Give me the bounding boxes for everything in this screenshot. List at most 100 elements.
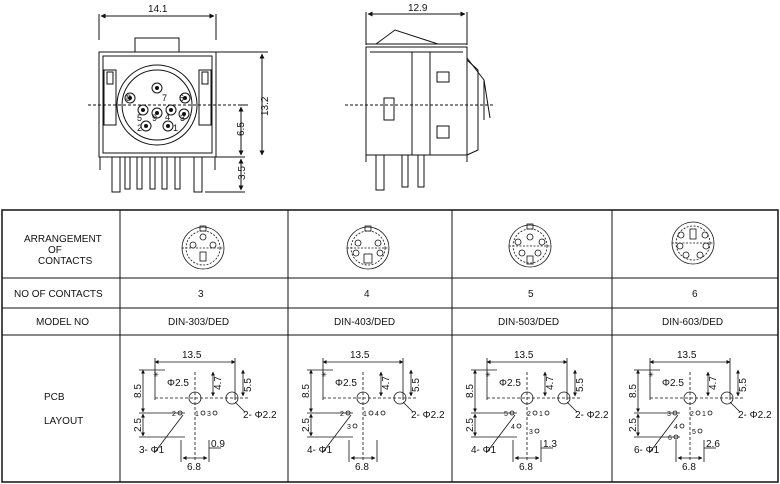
dim-hole-count: 6- Φ1 (634, 445, 660, 456)
pcb-layout: 13.5 8.5 2.5 ✳ Φ2.5 4.7 5.5 2- Φ2.2 2 1 4 3 6.8 4- Φ1 (301, 350, 445, 473)
dim-offset: 4.7 (381, 376, 392, 390)
dim-height: 8.5 (133, 384, 144, 398)
dim-pitch: 6.8 (187, 462, 201, 473)
dim-height: 2.5 (628, 418, 639, 432)
dim-front-width: 14.1 (148, 4, 168, 15)
dim-hole: Φ2.5 (499, 378, 521, 389)
pin-label: 8 (126, 93, 131, 103)
dim-mount: 2- Φ2.2 (738, 410, 772, 421)
pin-label: 2 (690, 411, 694, 418)
pin-label: 3 (667, 411, 671, 418)
row-header-pcb: PCB (44, 392, 65, 403)
model-value: DIN-303/DED (168, 317, 229, 328)
dim-width: 13.5 (182, 350, 202, 361)
pin-label: 2 (137, 123, 142, 133)
dim-width: 13.5 (677, 350, 697, 361)
row-header-arrangement: ARRANGEMENT (24, 234, 102, 245)
pcb-layout: 13.5 8.5 2.5 ✳ Φ2.5 4.7 5.5 2- Φ2.2 5 2 1 4 3 6.8 4- Φ… (465, 350, 609, 473)
pin-label: 4 (511, 424, 515, 431)
pin-label: 9 (152, 113, 157, 123)
dim-pitch: 6.8 (355, 462, 369, 473)
dim-side: 5.5 (243, 378, 254, 392)
pin-label: 4 (375, 411, 379, 418)
dim-hole: Φ2.5 (335, 378, 357, 389)
spec-table (1, 209, 779, 483)
dim-hole-count: 4- Φ1 (307, 445, 333, 456)
pin-label: 5 (692, 429, 696, 436)
dim-extra: 1.3 (543, 439, 557, 450)
dim-hole-count: 3- Φ1 (139, 445, 165, 456)
dim-side: 5.5 (738, 378, 749, 392)
dim-pitch: 6.8 (519, 462, 533, 473)
row-header-model: MODEL NO (36, 317, 89, 328)
model-value: DIN-603/DED (662, 317, 723, 328)
origin-mark-icon: ✳ (321, 371, 327, 379)
contacts-value: 6 (692, 289, 698, 300)
pcb-layout: 13.5 8.5 2.5 ✳ Φ2.5 4.7 5.5 2- Φ2.2 2 1 3 6.8 3- Φ1 0… (133, 350, 277, 473)
dim-offset: 4.7 (213, 376, 224, 390)
dim-offset: 4.7 (545, 376, 556, 390)
dim-hole: Φ2.5 (662, 378, 684, 389)
pcb-layouts: 13.5 8.5 2.5 ✳ Φ2.5 4.7 5.5 2- Φ2.2 2 1 3 6.8 3- Φ1 0… (133, 350, 772, 473)
origin-mark-icon: ✳ (485, 371, 491, 379)
pin-label: 7 (162, 93, 167, 103)
pin-label: 2 (340, 411, 344, 418)
dim-height: 8.5 (465, 384, 476, 398)
dim-height: 2.5 (465, 418, 476, 432)
pin-label: 1 (173, 123, 178, 133)
row-header-arrangement: OF (48, 245, 62, 256)
contacts-value: 5 (528, 289, 534, 300)
dim-height: 2.5 (301, 418, 312, 432)
dim-height: 8.5 (628, 384, 639, 398)
pin-label: 5 (504, 411, 508, 418)
dim-side-width: 12.9 (408, 3, 428, 14)
pin-label: 1 (539, 411, 543, 418)
contacts-value: 4 (364, 289, 370, 300)
dim-hole: Φ2.5 (167, 378, 189, 389)
pin-label: 1 (195, 411, 199, 418)
dim-mount: 2- Φ2.2 (243, 410, 277, 421)
pin-label: 6 (179, 93, 184, 103)
side-view (345, 11, 495, 191)
pin-label: 6 (668, 435, 672, 442)
pin-label: 5 (137, 113, 142, 123)
dim-height: 8.5 (301, 384, 312, 398)
dim-mount: 2- Φ2.2 (575, 410, 609, 421)
origin-mark-icon: ✳ (648, 371, 654, 379)
pin-label: 3 (529, 429, 533, 436)
dim-extra: 2.6 (706, 439, 720, 450)
pin-label: 3 (207, 411, 211, 418)
origin-mark-icon: ✳ (153, 371, 159, 379)
front-view (88, 13, 268, 193)
pin-label: 2 (172, 411, 176, 418)
row-header-contacts: NO OF CONTACTS (14, 289, 103, 300)
model-value: DIN-403/DED (334, 317, 395, 328)
dim-hole-count: 4- Φ1 (471, 445, 497, 456)
arrangement-icons (181, 221, 715, 270)
pin-label: 1 (702, 411, 706, 418)
dim-height: 2.5 (133, 418, 144, 432)
dim-side: 5.5 (411, 378, 422, 392)
dim-offset: 4.7 (708, 376, 719, 390)
dim-pin-length: 3.5 (237, 166, 248, 180)
pin-label: 1 (363, 411, 367, 418)
pin-label: 3 (180, 113, 185, 123)
pcb-layout: 13.5 8.5 2.5 ✳ Φ2.5 4.7 5.5 2- Φ2.2 3 2 1 4 5 6 6.8 6- … (628, 350, 772, 473)
dim-height-center: 6.5 (236, 122, 247, 136)
model-value: DIN-503/DED (498, 317, 559, 328)
dim-extra: 0.9 (211, 439, 225, 450)
dim-mount: 2- Φ2.2 (411, 410, 445, 421)
pin-label: 4 (165, 112, 170, 122)
pin-label: 4 (674, 424, 678, 431)
row-header-arrangement: CONTACTS (38, 256, 93, 267)
dim-width: 13.5 (514, 350, 534, 361)
front-pin-labels: 8 7 6 5 9 4 3 2 1 (126, 93, 185, 133)
dim-height-total: 13.2 (260, 96, 271, 116)
dim-pitch: 6.8 (682, 462, 696, 473)
dim-width: 13.5 (350, 350, 370, 361)
row-header-pcb: LAYOUT (44, 416, 83, 427)
dim-side: 5.5 (575, 378, 586, 392)
pin-label: 2 (527, 411, 531, 418)
pin-label: 3 (347, 424, 351, 431)
